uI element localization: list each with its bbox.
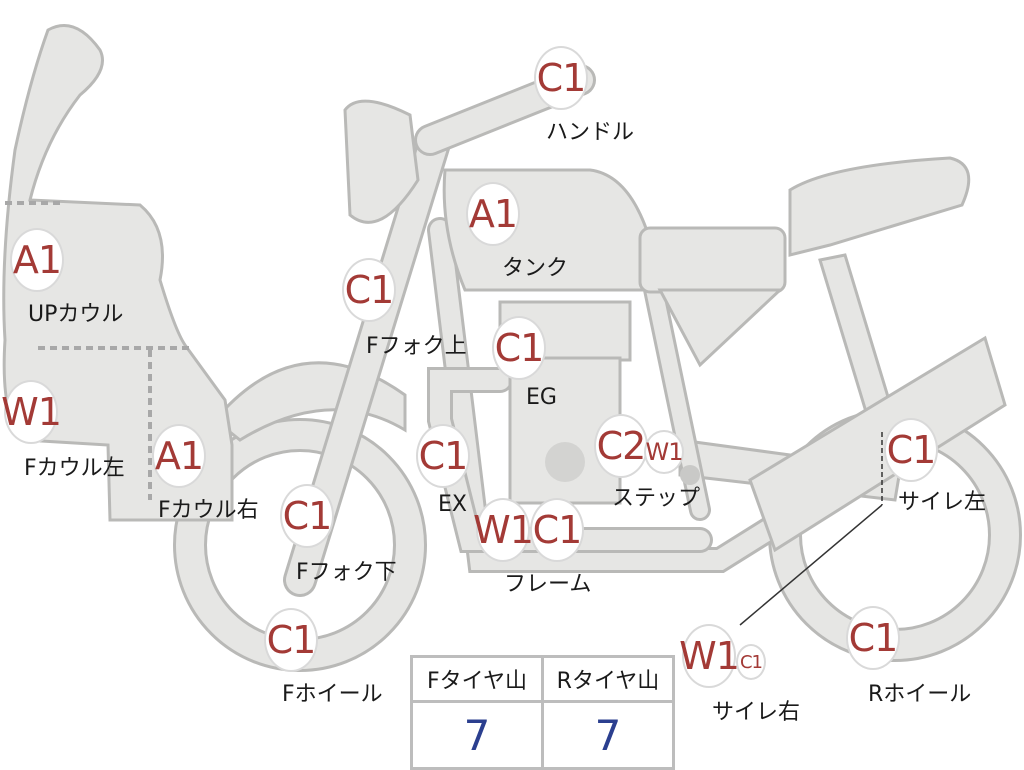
muffler-right-label: サイレ右 <box>712 700 801 725</box>
frame-grade-1: W1 <box>473 498 534 562</box>
r-wheel-label: Rホイール <box>868 682 972 707</box>
handle-grade: C1 <box>534 46 588 110</box>
muffler-right-grade-1: W1 <box>679 624 740 688</box>
frame-grade-2: C1 <box>530 498 584 562</box>
up-cowl-grade: A1 <box>10 228 64 292</box>
muffler-left-label: サイレ左 <box>898 490 987 515</box>
exhaust-grade: C1 <box>416 424 470 488</box>
f-fork-lower-label: Fフォク下 <box>296 560 397 585</box>
f-cowl-left-label: Fカウル左 <box>24 456 125 481</box>
f-cowl-right-grade: A1 <box>152 424 206 488</box>
tank-grade: A1 <box>466 182 520 246</box>
f-fork-lower-grade: C1 <box>280 484 334 548</box>
step-grade-1: C2 <box>594 414 648 478</box>
muffler-shape <box>748 335 1007 553</box>
f-cowl-right-label: Fカウル右 <box>158 498 259 523</box>
muffler-right-grade-2: C1 <box>736 644 766 680</box>
rear-tire-header: Rタイヤ山 <box>541 655 675 703</box>
front-tire-header: Fタイヤ山 <box>410 655 544 703</box>
f-wheel-label: Fホイール <box>282 682 383 707</box>
handle-label: ハンドル <box>546 120 635 145</box>
muffler-left-grade: C1 <box>884 418 938 482</box>
f-wheel-grade: C1 <box>264 608 318 672</box>
engine-label: EG <box>526 385 557 410</box>
tire-tread-table: Fタイヤ山 Rタイヤ山 7 7 <box>410 655 675 770</box>
f-cowl-left-grade: W1 <box>1 380 62 444</box>
up-cowl-label: UPカウル <box>28 302 124 327</box>
step-grade-2: W1 <box>644 430 684 474</box>
r-wheel-grade: C1 <box>846 606 900 670</box>
rear-tire-value: 7 <box>541 700 675 770</box>
front-tire-value: 7 <box>410 700 544 770</box>
f-fork-upper-label: Fフォク上 <box>366 334 467 359</box>
step-label: ステップ <box>612 486 701 511</box>
cowl-shape <box>2 24 234 522</box>
f-fork-upper-grade: C1 <box>342 258 396 322</box>
tank-label: タンク <box>502 256 569 281</box>
exhaust-label: EX <box>438 492 467 517</box>
frame-label: フレーム <box>504 572 592 597</box>
engine-grade: C1 <box>492 316 546 380</box>
